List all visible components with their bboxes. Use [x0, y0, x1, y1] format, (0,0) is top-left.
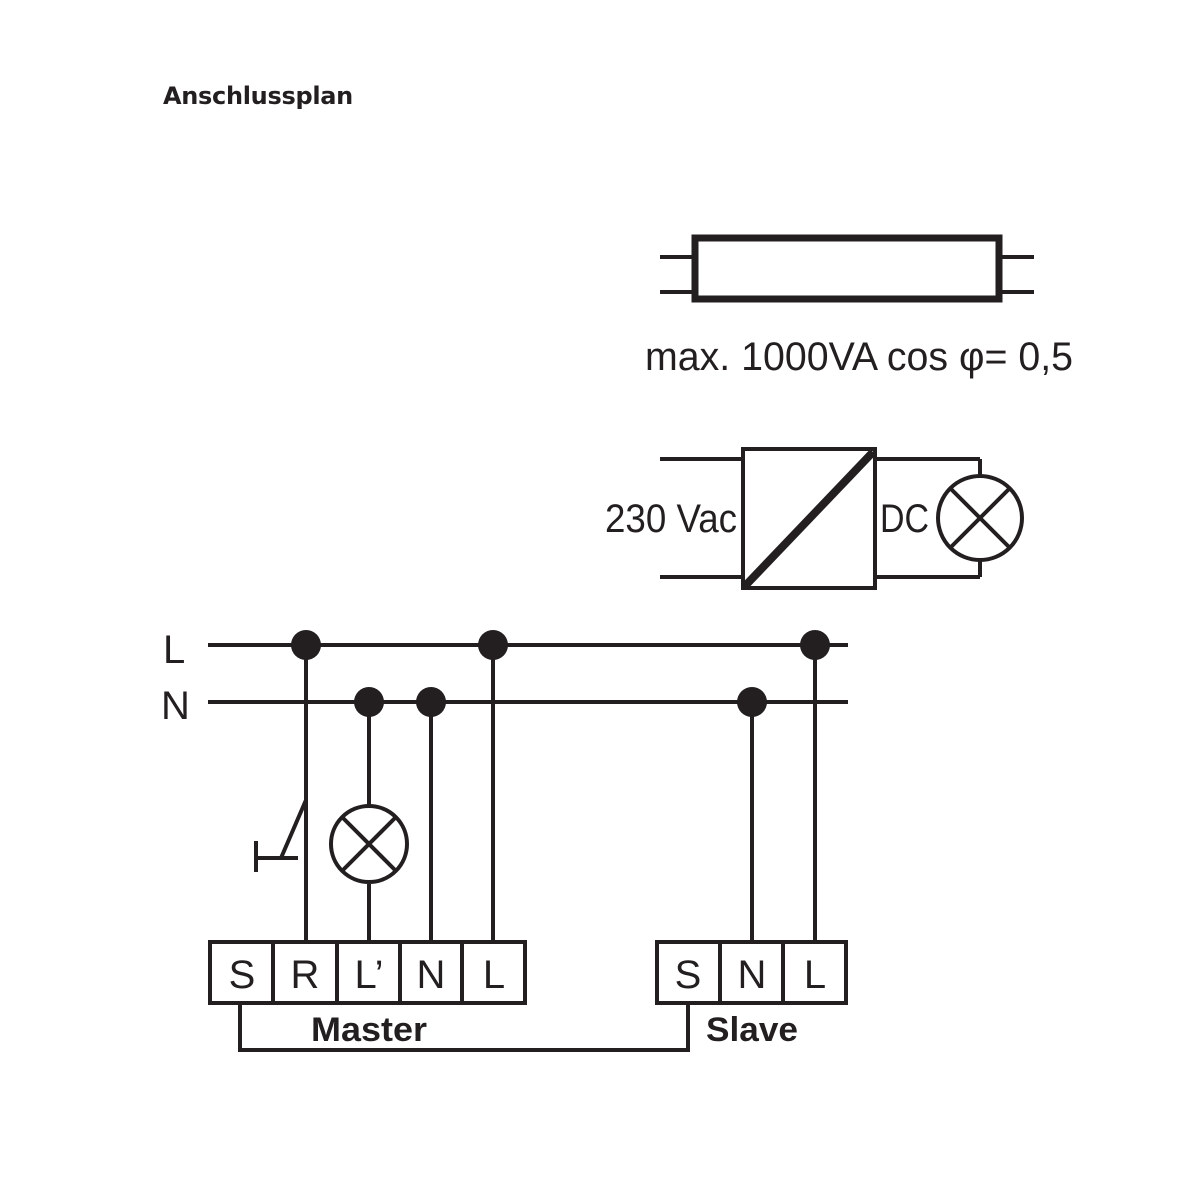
fluorescent-rating: max. 1000VA cos φ= 0,5	[645, 335, 1073, 379]
pushbutton-icon	[254, 799, 308, 872]
master-terminal-r: R	[291, 953, 320, 997]
slave-terminal-block: S N L	[655, 940, 848, 1005]
slave-terminal-s: S	[675, 953, 702, 997]
fluorescent-tube-icon	[660, 234, 1034, 303]
converter-input-label: 230 Vac	[605, 497, 737, 541]
junction-dot-icon	[354, 687, 384, 717]
junction-dot-icon	[416, 687, 446, 717]
diagram-title: Anschlussplan	[163, 82, 353, 110]
master-terminal-block: S R L’ N L	[208, 940, 527, 1005]
line-label-n: N	[161, 684, 190, 728]
line-label-l: L	[163, 628, 185, 672]
master-label: Master	[311, 1011, 427, 1049]
lamp-icon	[329, 804, 409, 884]
master-terminal-l: L	[483, 953, 505, 997]
slave-terminal-n: N	[738, 953, 767, 997]
converter-output-label: DC	[880, 497, 929, 541]
master-slave-link	[238, 1003, 690, 1052]
master-terminal-s: S	[229, 953, 256, 997]
lamp-icon	[936, 474, 1024, 562]
junction-dot-icon	[800, 630, 830, 660]
junction-dot-icon	[478, 630, 508, 660]
converter-icon	[660, 447, 982, 590]
master-terminal-n: N	[417, 953, 446, 997]
junction-dot-icon	[291, 630, 321, 660]
slave-terminal-l: L	[804, 953, 826, 997]
slave-label: Slave	[706, 1011, 798, 1049]
junction-dot-icon	[737, 687, 767, 717]
master-terminal-lprime: L’	[355, 953, 384, 997]
